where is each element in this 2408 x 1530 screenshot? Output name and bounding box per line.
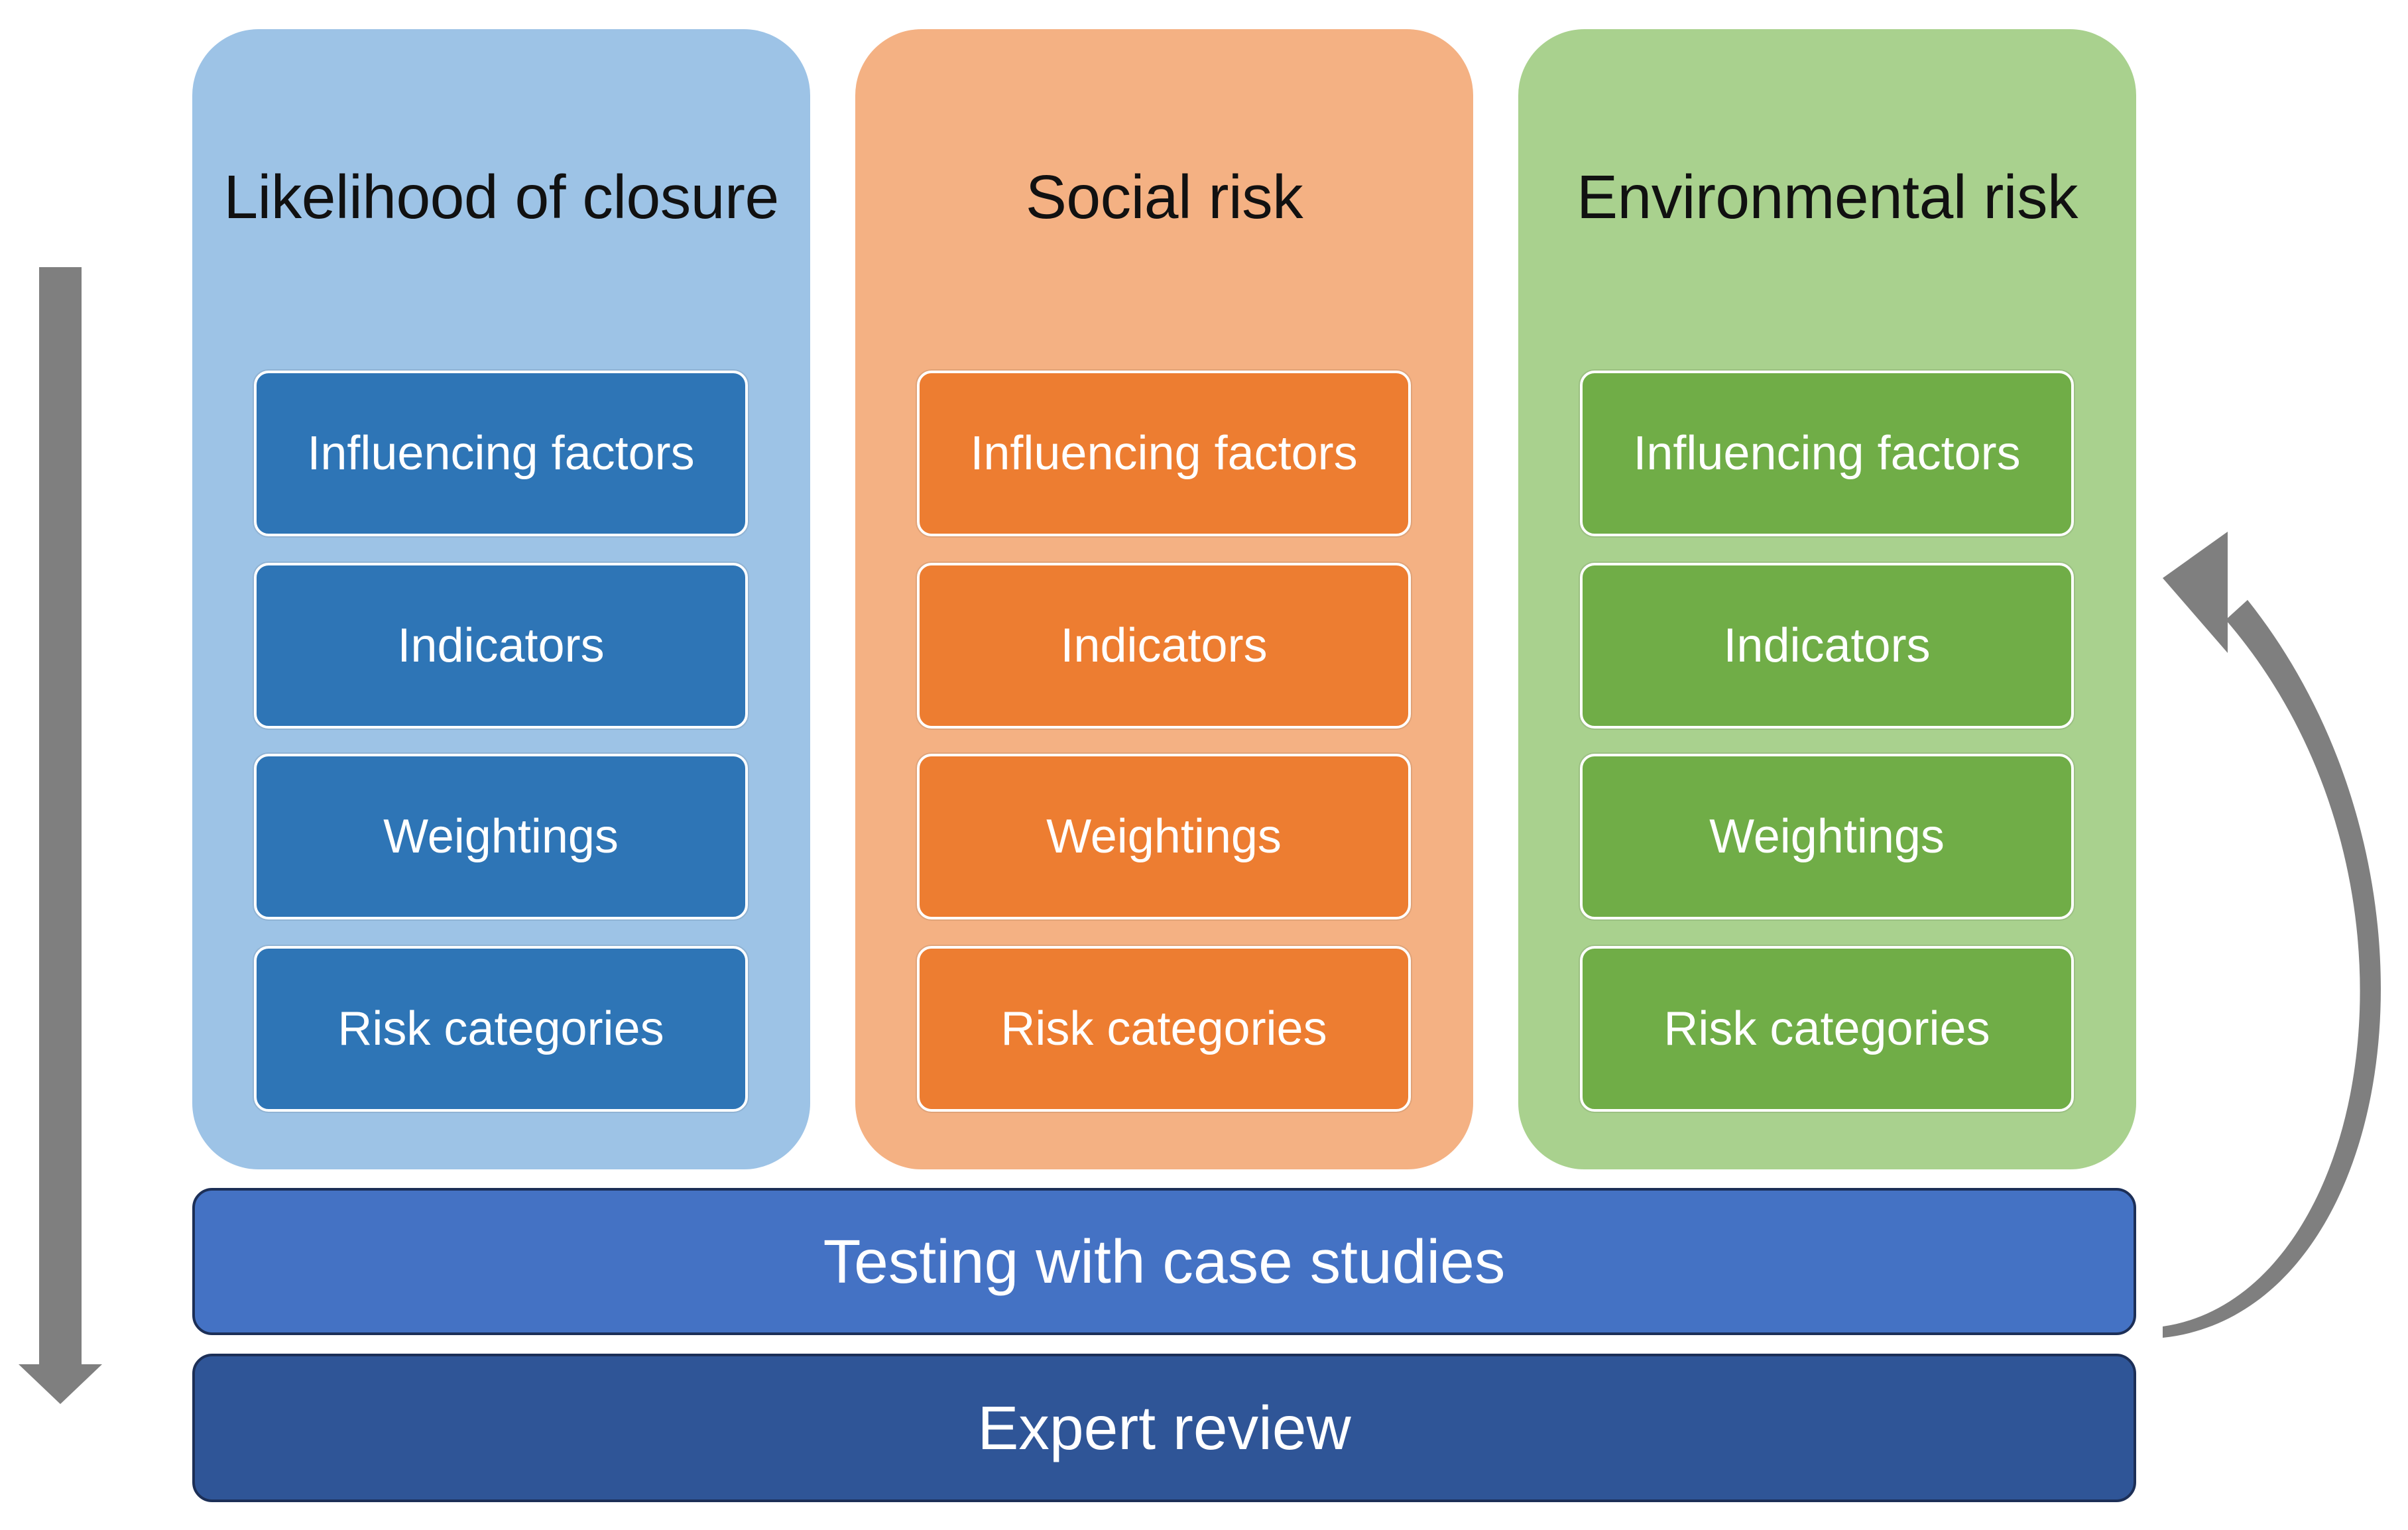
down-arrow-icon: [19, 267, 102, 1404]
column-likelihood-of-closure: Likelihood of closure Influencing factor…: [192, 29, 810, 1169]
column-environmental-risk: Environmental risk Influencing factors I…: [1518, 29, 2136, 1169]
curved-feedback-arrow-icon: [2163, 532, 2381, 1338]
step-risk-categories: Risk categories: [917, 946, 1411, 1112]
column-social-risk: Social risk Influencing factors Indicato…: [855, 29, 1473, 1169]
step-weightings: Weightings: [1580, 754, 2074, 919]
column-title: Likelihood of closure: [223, 162, 779, 231]
column-title: Environmental risk: [1577, 162, 2078, 231]
testing-with-case-studies-bar: Testing with case studies: [192, 1188, 2136, 1335]
step-influencing-factors: Influencing factors: [917, 371, 1411, 536]
step-weightings: Weightings: [917, 754, 1411, 919]
column-title: Social risk: [1025, 162, 1303, 231]
expert-review-bar: Expert review: [192, 1354, 2136, 1502]
step-influencing-factors: Influencing factors: [1580, 371, 2074, 536]
step-indicators: Indicators: [1580, 563, 2074, 729]
step-weightings: Weightings: [254, 754, 748, 919]
step-indicators: Indicators: [254, 563, 748, 729]
step-risk-categories: Risk categories: [254, 946, 748, 1112]
step-risk-categories: Risk categories: [1580, 946, 2074, 1112]
step-indicators: Indicators: [917, 563, 1411, 729]
step-influencing-factors: Influencing factors: [254, 371, 748, 536]
